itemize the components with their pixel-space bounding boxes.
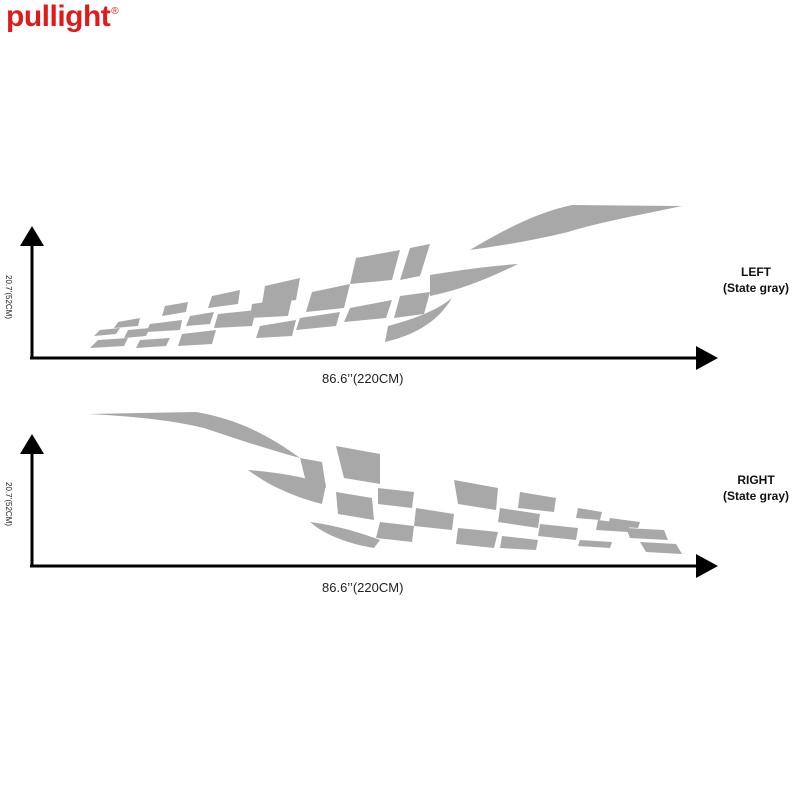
right-height-label: 20.7’(52CM) <box>4 482 13 527</box>
right-color-label: (State gray) <box>722 489 790 503</box>
right-y-arrow <box>20 434 44 454</box>
left-side-label: LEFT <box>741 265 771 279</box>
left-height-label: 20.7’(52CM) <box>4 275 13 320</box>
left-axes <box>20 226 718 370</box>
left-x-arrow <box>696 346 718 370</box>
right-axes <box>20 434 718 578</box>
left-y-arrow <box>20 226 44 246</box>
right-decal <box>88 412 682 554</box>
left-color-label: (State gray) <box>722 281 790 295</box>
registered-mark: ® <box>111 6 119 17</box>
left-width-label: 86.6’’(220CM) <box>322 371 404 386</box>
right-x-arrow <box>696 554 718 578</box>
right-width-label: 86.6’’(220CM) <box>322 580 404 595</box>
brand-name: pullight <box>6 0 111 33</box>
right-side-label: RIGHT <box>737 473 775 487</box>
brand-logo: pullight® <box>6 0 119 34</box>
left-decal <box>90 205 682 348</box>
right-side-caption: RIGHT (State gray) <box>712 472 800 504</box>
left-side-caption: LEFT (State gray) <box>712 264 800 296</box>
